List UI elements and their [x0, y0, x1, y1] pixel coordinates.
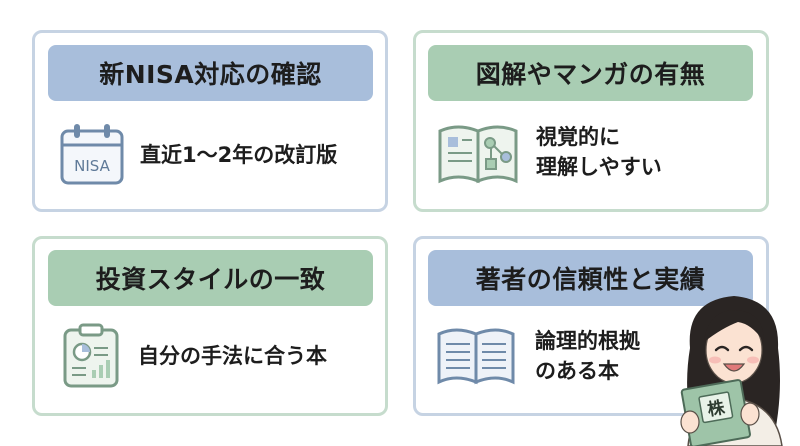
- card-illustration-check-line-2: 理解しやすい: [536, 155, 662, 179]
- book-cover-label: 株: [706, 397, 727, 421]
- card-author-trust-title: 著者の信頼性と実績: [428, 250, 753, 306]
- card-nisa-check-title: 新NISA対応の確認: [48, 45, 373, 101]
- card-illustration-check-line-1: 視覚的に: [536, 125, 620, 149]
- card-illustration-check-text: 視覚的に 理解しやすい: [536, 122, 662, 182]
- open-book-icon: [437, 328, 515, 385]
- card-nisa-check-text: 直近1〜2年の改訂版: [140, 140, 337, 170]
- card-author-trust-line-1: 論理的根拠: [535, 329, 640, 353]
- card-nisa-check-line-1: 直近1〜2年の改訂版: [140, 143, 338, 167]
- card-author-trust-text: 論理的根拠 のある本: [535, 326, 640, 386]
- open-book-diagram-icon: [438, 125, 518, 184]
- calendar-label: NISA: [74, 157, 110, 175]
- woman-reading-book-illustration: 株: [680, 296, 783, 446]
- card-style-match-line-1: 自分の手法に合う本: [138, 344, 327, 368]
- card-style-match-title: 投資スタイルの一致: [48, 250, 373, 306]
- card-illustration-check-title: 図解やマンガの有無: [428, 45, 753, 101]
- card-author-trust-line-2: のある本: [535, 359, 619, 383]
- clipboard-chart-icon: [63, 323, 119, 388]
- calendar-nisa-icon: NISA: [60, 124, 124, 185]
- card-style-match-text: 自分の手法に合う本: [138, 341, 327, 371]
